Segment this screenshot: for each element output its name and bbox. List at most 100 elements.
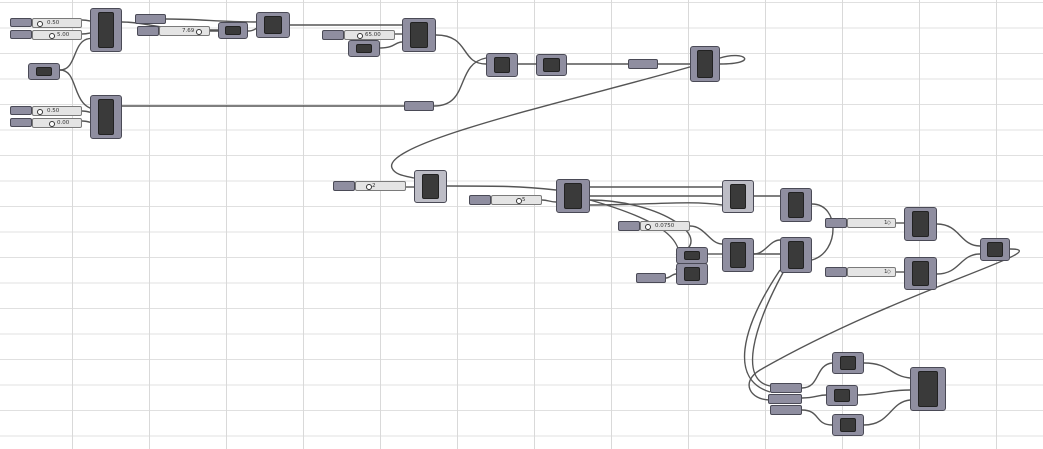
slider-value: 0.50 — [47, 20, 60, 26]
component-core — [697, 50, 713, 78]
component-node[interactable] — [722, 180, 754, 213]
number-input[interactable] — [333, 181, 355, 191]
number-slider[interactable]: 65.00 — [344, 30, 395, 40]
component-core — [833, 389, 851, 402]
wire — [801, 394, 827, 399]
component-node[interactable] — [780, 237, 812, 273]
component-node[interactable] — [904, 257, 937, 290]
wire — [689, 225, 723, 245]
number-slider[interactable]: 0.00 — [32, 118, 82, 128]
component-core — [787, 192, 805, 218]
number-input[interactable] — [618, 221, 640, 231]
number-input[interactable] — [404, 101, 434, 111]
number-slider[interactable]: 5 — [491, 195, 542, 205]
number-input[interactable] — [135, 14, 166, 24]
component-node[interactable] — [90, 8, 122, 52]
slider-knob-icon[interactable] — [516, 198, 522, 204]
component-core — [987, 242, 1003, 257]
component-node[interactable] — [556, 179, 590, 213]
wire — [165, 18, 259, 23]
slider-knob-icon[interactable] — [357, 33, 363, 39]
component-node[interactable] — [832, 414, 864, 436]
component-core — [729, 242, 747, 268]
slider-diamond-icon[interactable]: ◇ — [886, 269, 891, 275]
component-node[interactable] — [826, 385, 858, 406]
component-node[interactable] — [402, 18, 436, 52]
wire — [857, 389, 911, 396]
component-node[interactable] — [218, 22, 248, 39]
wire — [863, 399, 911, 426]
number-slider[interactable]: 0.0750 — [640, 221, 690, 231]
wire — [863, 362, 911, 379]
component-core — [355, 44, 373, 53]
number-input[interactable] — [825, 267, 847, 277]
component-core — [918, 371, 938, 407]
component-core — [911, 261, 930, 286]
number-slider[interactable]: 5.00 — [32, 30, 82, 40]
number-input[interactable] — [10, 30, 32, 39]
component-node[interactable] — [676, 247, 708, 264]
wire — [433, 57, 487, 107]
number-slider[interactable]: 1 ◇ — [847, 218, 896, 228]
number-slider[interactable]: 0.50 — [32, 18, 82, 28]
number-input[interactable] — [825, 218, 847, 228]
component-node[interactable] — [676, 263, 708, 285]
component-core — [839, 418, 857, 432]
component-core — [729, 184, 747, 209]
component-node[interactable] — [348, 40, 380, 57]
wire — [435, 34, 487, 65]
component-node[interactable] — [28, 63, 60, 80]
number-slider[interactable]: 2 — [355, 181, 406, 191]
slider-knob-icon[interactable] — [49, 121, 55, 127]
component-node[interactable] — [832, 352, 864, 374]
slider-value: 5.00 — [57, 32, 70, 38]
wire — [751, 259, 791, 387]
number-input[interactable] — [322, 30, 344, 40]
component-core — [839, 356, 857, 370]
number-input[interactable] — [636, 273, 666, 283]
slider-knob-icon[interactable] — [196, 29, 202, 35]
component-node[interactable] — [904, 207, 937, 241]
number-slider[interactable]: 0.50 — [32, 106, 82, 116]
component-node[interactable] — [536, 54, 567, 76]
slider-diamond-icon[interactable]: ◇ — [886, 220, 891, 226]
wire — [748, 248, 1020, 401]
wire — [446, 185, 557, 191]
component-node[interactable] — [780, 188, 812, 222]
slider-knob-icon[interactable] — [645, 224, 651, 230]
component-node[interactable] — [722, 238, 754, 272]
number-input[interactable] — [628, 59, 658, 69]
number-slider[interactable]: 1 ◇ — [847, 267, 896, 277]
component-node[interactable] — [414, 170, 447, 203]
number-input[interactable] — [469, 195, 491, 205]
component-core — [787, 241, 805, 269]
component-node[interactable] — [690, 46, 720, 82]
number-input[interactable] — [768, 394, 802, 404]
component-node[interactable] — [486, 53, 518, 77]
component-node[interactable] — [90, 95, 122, 139]
slider-value: 1 — [884, 269, 888, 275]
number-input[interactable] — [770, 383, 802, 393]
component-core — [410, 22, 428, 48]
number-input[interactable] — [10, 18, 32, 27]
slider-value: 0.0750 — [655, 223, 675, 229]
component-node[interactable] — [256, 12, 290, 38]
component-core — [683, 267, 701, 281]
slider-knob-icon[interactable] — [37, 109, 43, 115]
number-input[interactable] — [137, 26, 159, 36]
wire — [589, 199, 681, 271]
slider-knob-icon[interactable] — [366, 184, 372, 190]
slider-value: 1 — [884, 220, 888, 226]
number-input[interactable] — [770, 405, 802, 415]
component-core — [564, 183, 582, 209]
number-slider[interactable]: 7.69 — [159, 26, 210, 36]
number-input[interactable] — [10, 106, 32, 115]
slider-value: 65.00 — [365, 32, 381, 38]
slider-knob-icon[interactable] — [49, 33, 55, 39]
component-core — [493, 57, 511, 73]
number-input[interactable] — [10, 118, 32, 127]
component-node[interactable] — [980, 238, 1010, 261]
component-node[interactable] — [910, 367, 946, 411]
slider-knob-icon[interactable] — [37, 21, 43, 27]
